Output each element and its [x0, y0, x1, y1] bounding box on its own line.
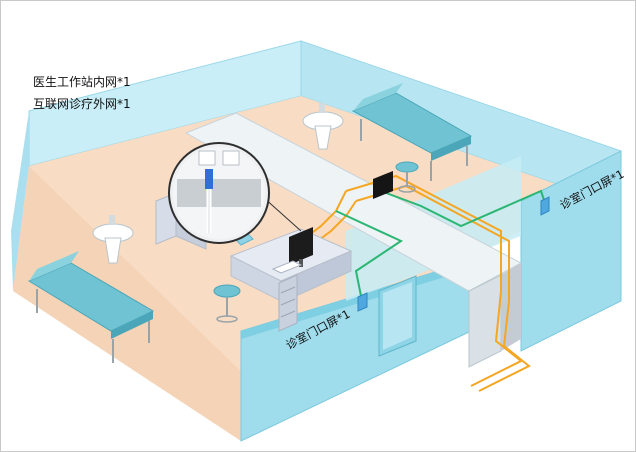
workstation-monitor	[271, 227, 313, 274]
left-door	[383, 282, 412, 350]
trunk-riser	[468, 274, 502, 368]
exam-bed-front	[27, 251, 155, 363]
legend-internet: 互联网诊疗外网*1	[33, 97, 131, 111]
sink-back	[302, 103, 344, 150]
legend-intranet: 医生工作站内网*1	[33, 75, 131, 89]
door-screen-right-device	[540, 196, 550, 216]
exam-bed-back	[351, 83, 473, 181]
magnifier-callout	[168, 142, 270, 244]
door-screen-left-device	[357, 292, 368, 312]
left-outer-wall	[11, 111, 29, 291]
door-screen-back	[373, 171, 393, 199]
green-cable-left	[335, 210, 404, 297]
sink-left	[92, 215, 134, 264]
stool-back	[395, 161, 419, 193]
network-legend: 医生工作站内网*1 互联网诊疗外网*1	[33, 71, 131, 115]
green-cable-right	[380, 189, 547, 228]
callout-pointer	[262, 196, 302, 232]
stool-desk	[213, 284, 241, 323]
orange-cable-main	[345, 174, 523, 387]
